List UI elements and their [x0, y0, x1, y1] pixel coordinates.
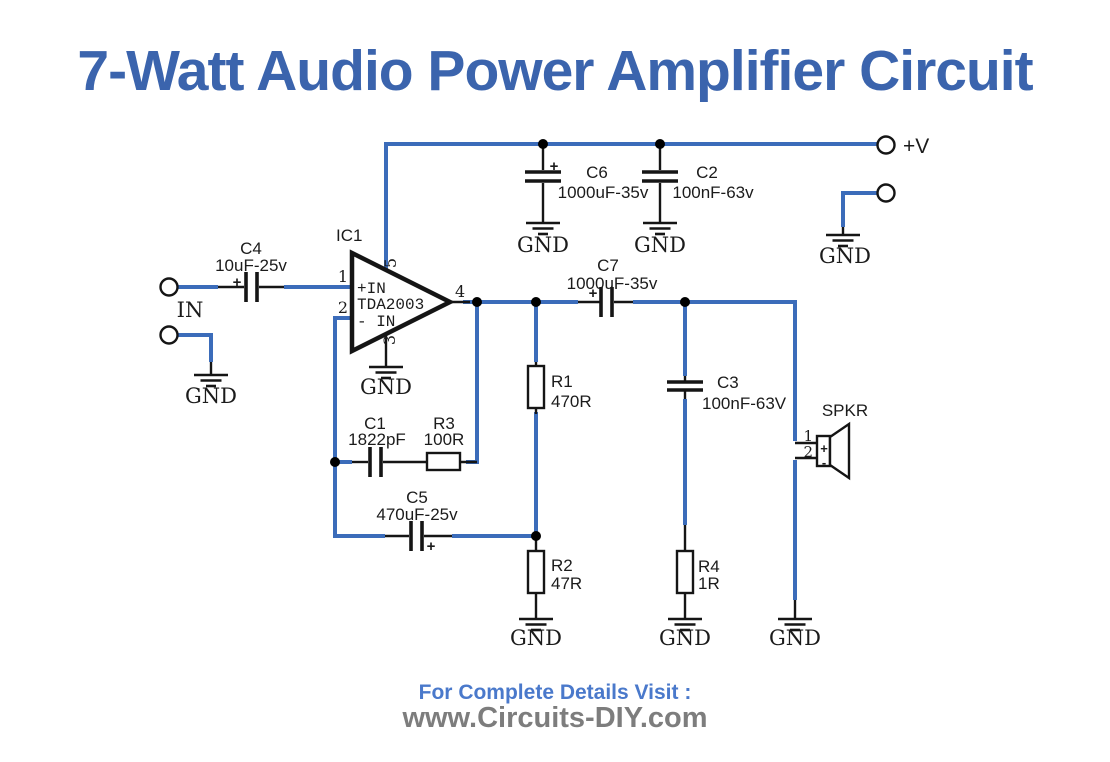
gnd-label: GND — [185, 384, 237, 408]
gnd-label: GND — [819, 244, 871, 268]
ic1-plus-in-label: +IN — [357, 280, 386, 298]
speaker-pin1-number: 1 — [803, 427, 813, 445]
speaker-pin2-number: 2 — [803, 443, 813, 461]
r1-ref: R1 — [551, 372, 573, 391]
r4-value: 1R — [698, 574, 720, 593]
speaker-symbol: + - — [815, 421, 851, 481]
wire-feedback-left — [333, 316, 385, 538]
junction-dot — [531, 531, 541, 541]
r1-value: 470R — [551, 392, 592, 411]
gnd-label: GND — [634, 233, 686, 257]
gnd-label: GND — [360, 375, 412, 399]
r2-value: 47R — [551, 574, 582, 593]
resistor-r1 — [526, 364, 546, 410]
capacitor-c2 — [642, 170, 678, 183]
component-leads — [209, 146, 845, 619]
input-label: IN — [177, 298, 204, 322]
c7-value: 1000uF-35v — [567, 274, 658, 293]
ic1-pin5-number: 5 — [381, 258, 400, 268]
junction-dot — [680, 297, 690, 307]
resistor-r4 — [675, 549, 695, 595]
wire-input-gnd — [178, 333, 213, 362]
polarity-plus: + — [427, 538, 436, 555]
wires — [178, 142, 877, 600]
c1-value: 1822pF — [348, 430, 406, 449]
c6-value: 1000uF-35v — [558, 183, 649, 202]
c2-value: 100nF-63v — [672, 183, 754, 202]
c6-ref: C6 — [586, 163, 608, 182]
c4-value: 10uF-25v — [215, 256, 287, 275]
gnd-label: GND — [659, 626, 711, 650]
r3-value: 100R — [424, 430, 465, 449]
terminal-supply-gnd — [876, 183, 896, 203]
cap-plate — [244, 272, 259, 302]
opamp-ic1-symbol — [349, 249, 456, 355]
junction-dot — [472, 297, 482, 307]
speaker-minus: - — [822, 455, 826, 470]
footer-tagline: For Complete Details Visit : — [418, 681, 692, 704]
terminal-supply — [876, 135, 896, 155]
ic1-part-label: TDA2003 — [357, 296, 424, 314]
capacitor-c5: + — [409, 521, 436, 555]
polarity-plus: + — [589, 285, 598, 302]
capacitor-c4: + — [233, 272, 259, 302]
ic1-pin3-number: 3 — [380, 335, 399, 345]
cap-plate — [525, 170, 561, 183]
junction-dots — [330, 139, 690, 541]
c1-ref: C1 — [364, 414, 386, 433]
wire-feedback-right — [466, 302, 479, 464]
c3-value: 100nF-63V — [702, 394, 787, 413]
polarity-plus: + — [233, 274, 242, 291]
cap-plate — [409, 521, 424, 551]
r3-ref: R3 — [433, 414, 455, 433]
ic1-pin1-number: 1 — [338, 267, 348, 286]
junction-dot — [330, 457, 340, 467]
resistor-r3 — [425, 451, 462, 472]
gnd-label: GND — [510, 626, 562, 650]
cap-plate — [599, 287, 614, 317]
speaker-label: SPKR — [822, 401, 868, 420]
gnd-label: GND — [769, 626, 821, 650]
wire-supply-rail — [384, 142, 877, 270]
supply-label: +V — [903, 135, 929, 158]
c4-ref: C4 — [240, 239, 262, 258]
ic1-pin4-number: 4 — [455, 282, 465, 301]
wire-gnd-terminal — [841, 191, 877, 227]
speaker-cone — [828, 421, 851, 481]
speaker-plus: + — [820, 441, 828, 456]
cap-plate — [368, 447, 383, 477]
c5-value: 470uF-25v — [376, 505, 458, 524]
r2-ref: R2 — [551, 556, 573, 575]
terminal-input-gnd — [159, 325, 179, 345]
page-title: 7-Watt Audio Power Amplifier Circuit — [77, 39, 1033, 103]
ic1-minus-in-label: - IN — [357, 313, 395, 331]
capacitor-c6: + — [525, 158, 561, 183]
ic1-pin2-number: 2 — [338, 298, 348, 317]
c3-ref: C3 — [717, 373, 739, 392]
ic1-ref-label: IC1 — [336, 226, 362, 245]
junction-dot — [655, 139, 665, 149]
c5-ref: C5 — [406, 488, 428, 507]
capacitor-c3 — [667, 380, 703, 392]
cap-plate — [667, 380, 703, 392]
capacitor-c7: + — [589, 285, 614, 317]
c2-ref: C2 — [696, 163, 718, 182]
terminal-input-signal — [159, 277, 179, 297]
cap-plate — [642, 170, 678, 183]
footer-website: www.Circuits-DIY.com — [402, 702, 708, 734]
junction-dot — [531, 297, 541, 307]
c7-ref: C7 — [597, 256, 619, 275]
resistor-r2 — [526, 549, 546, 595]
r4-ref: R4 — [698, 557, 720, 576]
wire-output-right — [633, 300, 797, 441]
polarity-plus: + — [550, 158, 559, 175]
gnd-label: GND — [517, 233, 569, 257]
junction-dot — [538, 139, 548, 149]
capacitor-c1 — [368, 447, 383, 477]
